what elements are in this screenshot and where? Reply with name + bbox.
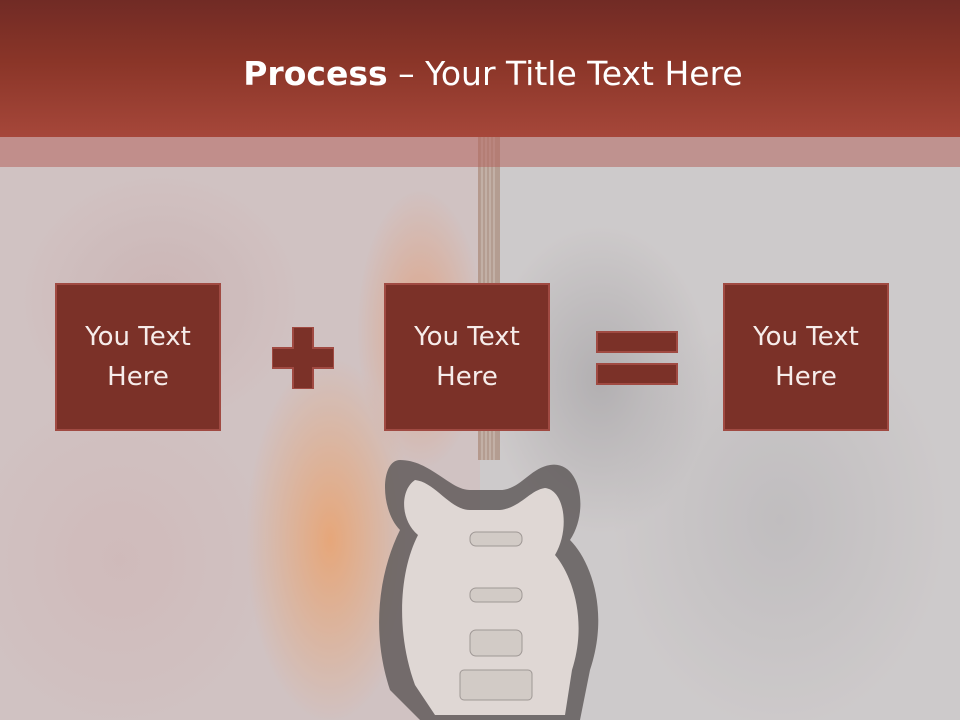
- process-box-1-line2: Here: [107, 362, 169, 392]
- slide-title: Process – Your Title Text Here: [0, 52, 960, 96]
- process-box-1-line1: You Text: [85, 322, 191, 352]
- process-box-2-line2: Here: [436, 362, 498, 392]
- equals-icon: [596, 331, 678, 385]
- title-bar: [0, 0, 960, 137]
- process-box-3-line1: You Text: [753, 322, 859, 352]
- title-bar-strip: [0, 137, 960, 167]
- slide-title-rest: – Your Title Text Here: [387, 54, 743, 93]
- process-box-3-line2: Here: [775, 362, 837, 392]
- process-box-2-line1: You Text: [414, 322, 520, 352]
- slide-title-bold: Process: [243, 54, 388, 93]
- plus-icon: [272, 327, 334, 389]
